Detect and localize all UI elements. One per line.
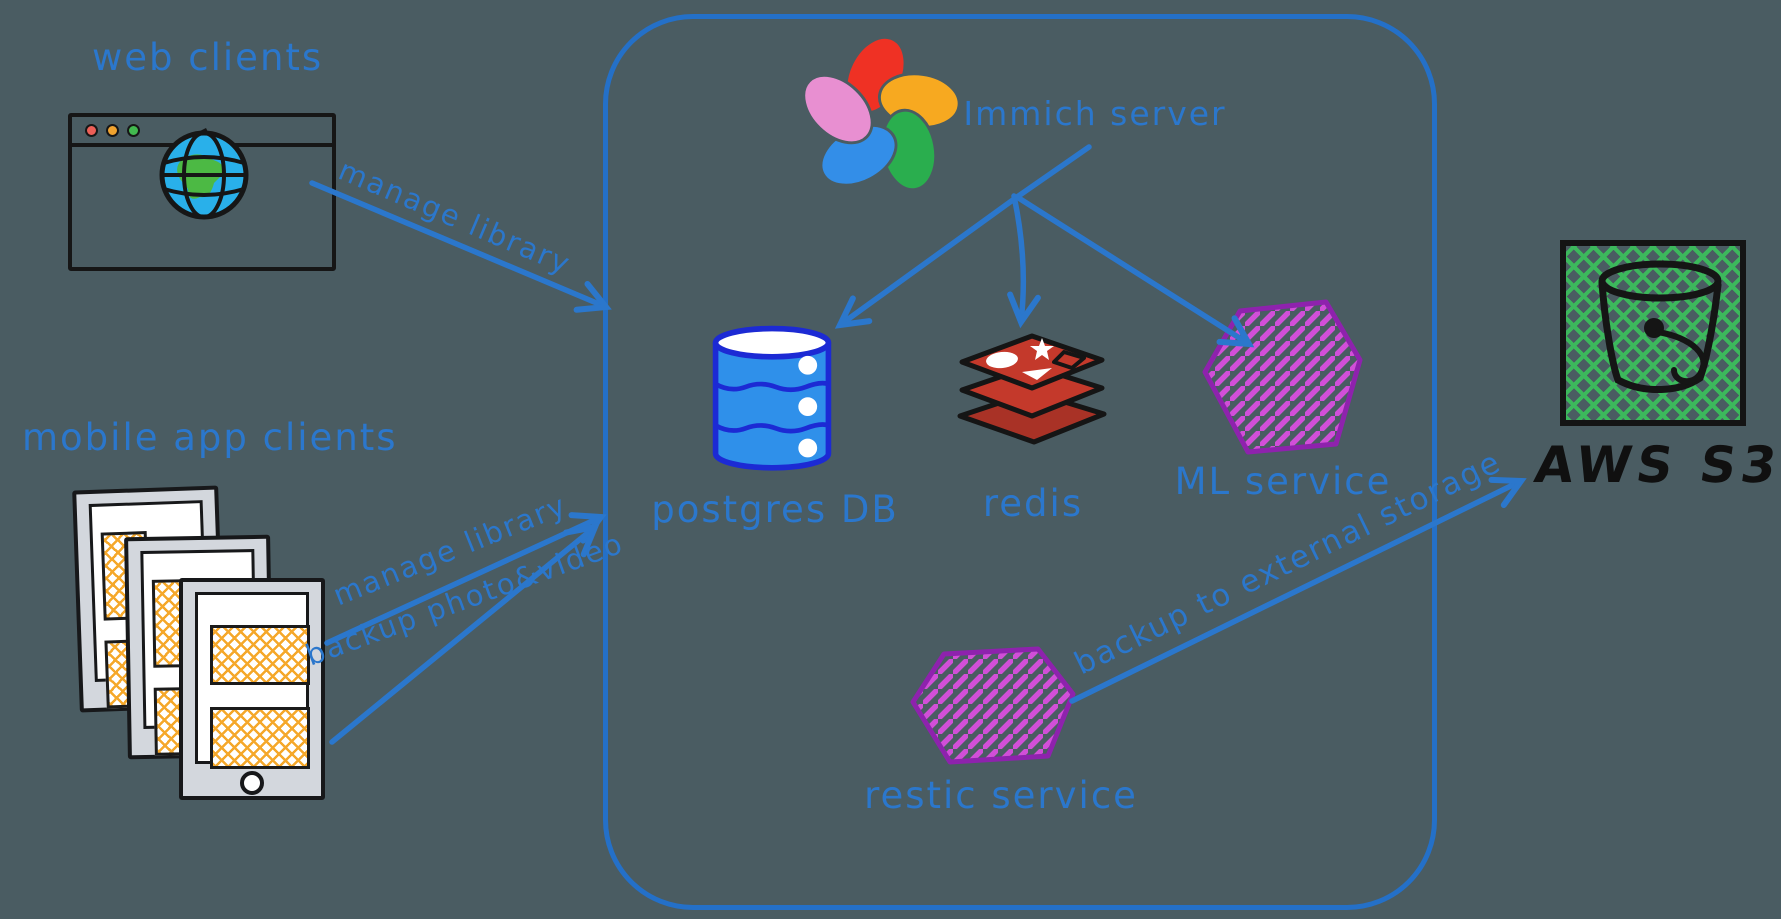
redis-label: redis xyxy=(982,482,1084,525)
home-button-icon xyxy=(240,771,264,795)
immich-server-box xyxy=(603,14,1437,910)
phone-screen xyxy=(195,592,310,769)
phone-front-icon xyxy=(179,578,325,800)
immich-logo-icon xyxy=(802,35,961,192)
restic-service-label: restic service xyxy=(864,774,1138,817)
photo-thumbnail xyxy=(210,625,310,685)
immich-server-label: Immich server xyxy=(963,94,1227,133)
bucket-icon xyxy=(1598,260,1722,393)
photo-thumbnail xyxy=(210,707,310,769)
mobile-clients-label: mobile app clients xyxy=(22,416,398,459)
traffic-light-red-icon xyxy=(85,123,98,137)
ml-service-icon xyxy=(1202,299,1363,455)
web-clients-label: web clients xyxy=(92,36,324,79)
s3-label: AWS S3 xyxy=(1531,436,1781,494)
traffic-light-yellow-icon xyxy=(106,123,119,137)
postgres-label: postgres DB xyxy=(651,488,899,531)
postgres-db-icon xyxy=(712,325,832,471)
edge-label-web-manage-library: manage library xyxy=(333,152,577,282)
ml-service-label: ML service xyxy=(1174,460,1392,503)
globe-icon xyxy=(159,128,249,220)
traffic-light-green-icon xyxy=(127,123,140,137)
browser-icon xyxy=(68,113,336,271)
redis-icon xyxy=(957,333,1107,445)
